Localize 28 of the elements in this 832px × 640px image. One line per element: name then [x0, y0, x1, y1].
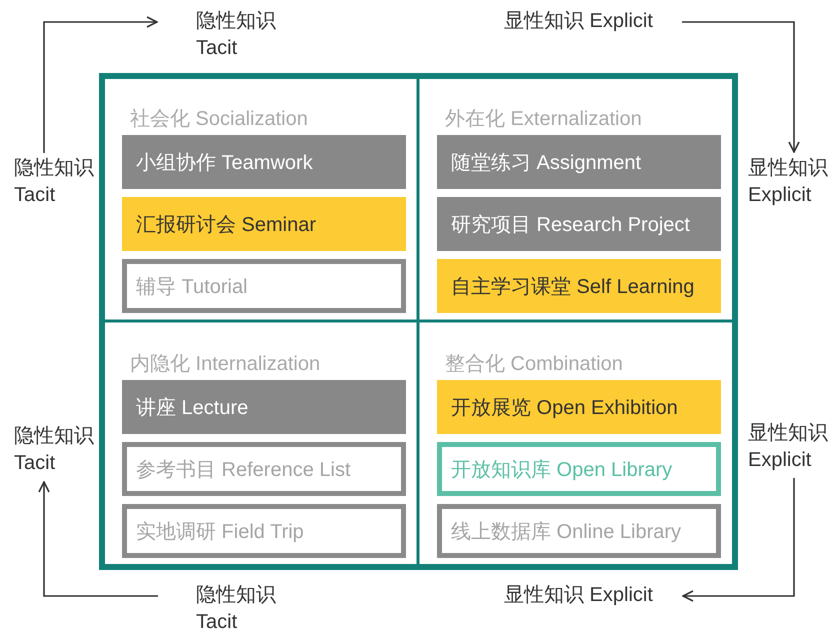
- activity-box: 辅导 Tutorial: [122, 259, 406, 313]
- activity-box: 参考书目 Reference List: [122, 442, 406, 496]
- activity-box: 线上数据库 Online Library: [437, 504, 721, 558]
- knowledge-label: 隐性知识 Tacit: [14, 155, 98, 211]
- arrow: [682, 21, 800, 153]
- knowledge-label: 显性知识 Explicit: [748, 155, 832, 211]
- arrow: [38, 481, 158, 597]
- activity-box: 开放展览 Open Exhibition: [437, 380, 721, 434]
- activity-box: 研究项目 Research Project: [437, 197, 721, 251]
- knowledge-label: 显性知识 Explicit: [748, 420, 832, 476]
- activity-box: 自主学习课堂 Self Learning: [437, 259, 721, 313]
- activity-box: 讲座 Lecture: [122, 380, 406, 434]
- quadrant-heading: 内隐化 Internalization: [130, 352, 322, 377]
- knowledge-label: 隐性知识 Tacit: [14, 423, 98, 479]
- knowledge-label: 隐性知识 Tacit: [160, 582, 296, 638]
- activity-box: 开放知识库 Open Library: [437, 442, 721, 496]
- arrow: [43, 16, 158, 153]
- activity-box: 汇报研讨会 Seminar: [122, 197, 406, 251]
- arrow: [682, 478, 795, 602]
- knowledge-label: 显性知识 Explicit: [504, 582, 680, 638]
- activity-box: 小组协作 Teamwork: [122, 135, 406, 189]
- quadrant-heading: 整合化 Combination: [445, 352, 624, 377]
- knowledge-label: 隐性知识 Tacit: [160, 8, 296, 64]
- quadrant-heading: 社会化 Socialization: [130, 107, 309, 132]
- quadrant-heading: 外在化 Externalization: [445, 107, 643, 132]
- knowledge-label: 显性知识 Explicit: [504, 8, 680, 64]
- activity-box: 随堂练习 Assignment: [437, 135, 721, 189]
- activity-box: 实地调研 Field Trip: [122, 504, 406, 558]
